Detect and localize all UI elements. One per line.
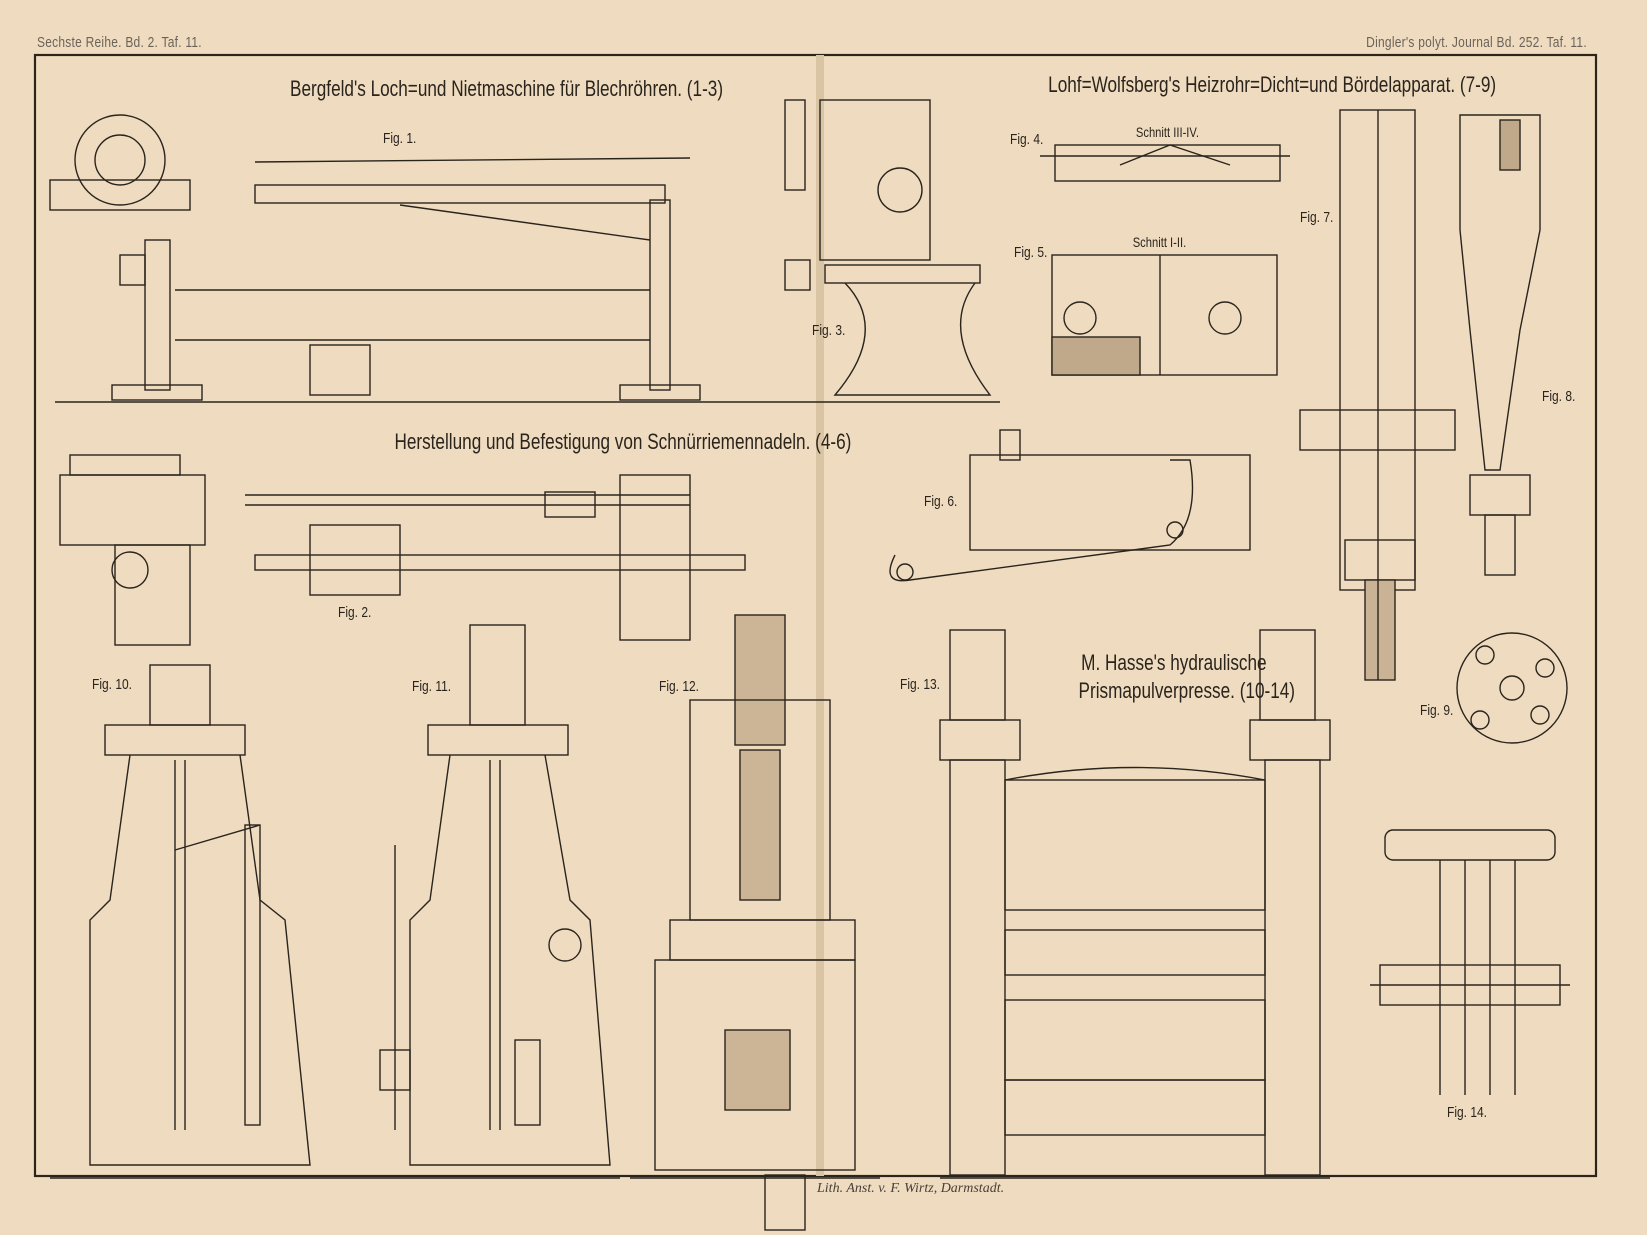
fig4-drawing [1040,144,1290,182]
fig6-drawing [889,429,1251,582]
fig-label-10: Fig. 10. [92,676,133,693]
section-label-3-4: Schnitt III-IV. [1135,124,1199,140]
plate-border [33,53,1598,1178]
fig1-drawing [49,114,1000,403]
fig10-drawing [50,664,620,1179]
fig-label-14: Fig. 14. [1447,1104,1488,1121]
fig2-drawing [59,454,746,646]
title-herstellung: Herstellung und Befestigung von Schnürri… [394,429,852,454]
title-hasse-1: M. Hasse's hydraulische [1081,650,1267,675]
fig-label-9: Fig. 9. [1420,702,1454,719]
fig9-drawing [1456,632,1568,744]
title-lohf: Lohf=Wolfsberg's Heizrohr=Dicht=und Börd… [1048,72,1497,97]
fig-label-8: Fig. 8. [1542,388,1576,405]
fig7-drawing [1299,109,1456,681]
lithographer-credit: Lith. Anst. v. F. Wirtz, Darmstadt. [817,1181,1005,1196]
fig-label-4: Fig. 4. [1010,131,1044,148]
fig14-drawing [1370,829,1570,1095]
fig-label-5: Fig. 5. [1014,244,1048,261]
fig11-drawing [379,624,611,1166]
fig-label-6: Fig. 6. [924,493,958,510]
fig-label-12: Fig. 12. [659,678,700,695]
section-label-1-2: Schnitt I-II. [1132,234,1187,250]
title-bergfeld: Bergfeld's Loch=und Nietmaschine für Ble… [290,76,724,101]
fig-label-7: Fig. 7. [1300,209,1334,226]
plate-header-right: Dingler's polyt. Journal Bd. 252. Taf. 1… [1366,34,1587,51]
fig12-drawing [630,614,880,1231]
fig3-drawing [784,99,992,396]
fig8-drawing [1459,114,1541,576]
fig-label-1: Fig. 1. [383,130,417,147]
plate-header-left: Sechste Reihe. Bd. 2. Taf. 11. [37,34,202,51]
fig-label-3: Fig. 3. [812,322,846,339]
fig-label-13: Fig. 13. [900,676,941,693]
fig5-drawing [1051,254,1278,376]
fig-label-11: Fig. 11. [412,678,452,695]
title-hasse-2: Prismapulverpresse. (10-14) [1078,678,1296,703]
fig13-drawing [939,629,1331,1179]
fig-label-2: Fig. 2. [338,604,372,621]
